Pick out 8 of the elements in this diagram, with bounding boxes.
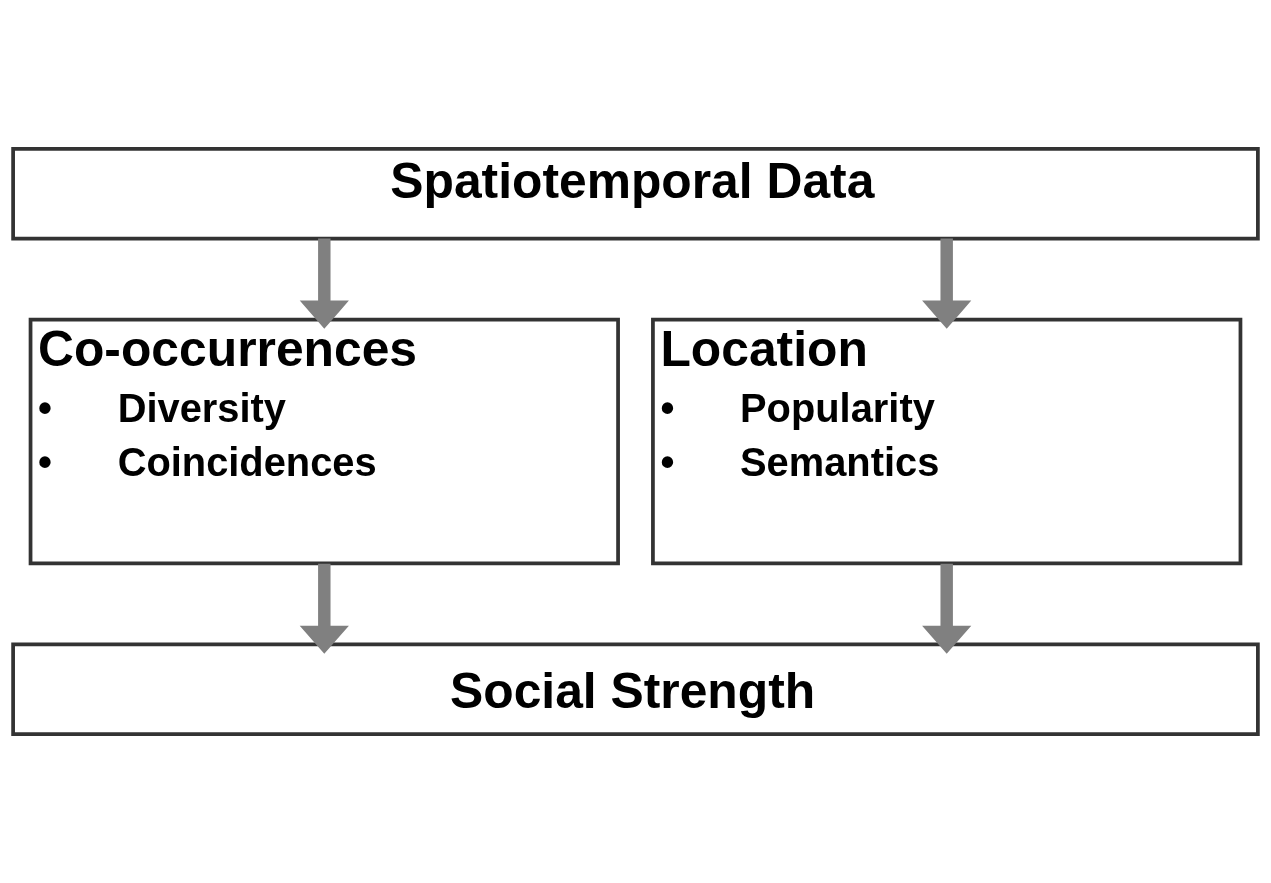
node-box: Spatiotemporal Data: [11, 147, 1260, 241]
node-box: Location • Popularity • Semantics: [651, 317, 1243, 566]
arrow: [299, 563, 349, 654]
node-box: Co-occurrences • Diversity • Coincidences: [28, 317, 620, 566]
node-box: Social Strength: [11, 642, 1260, 736]
arrow: [922, 563, 972, 654]
arrow: [922, 238, 972, 329]
arrow: [299, 238, 349, 329]
